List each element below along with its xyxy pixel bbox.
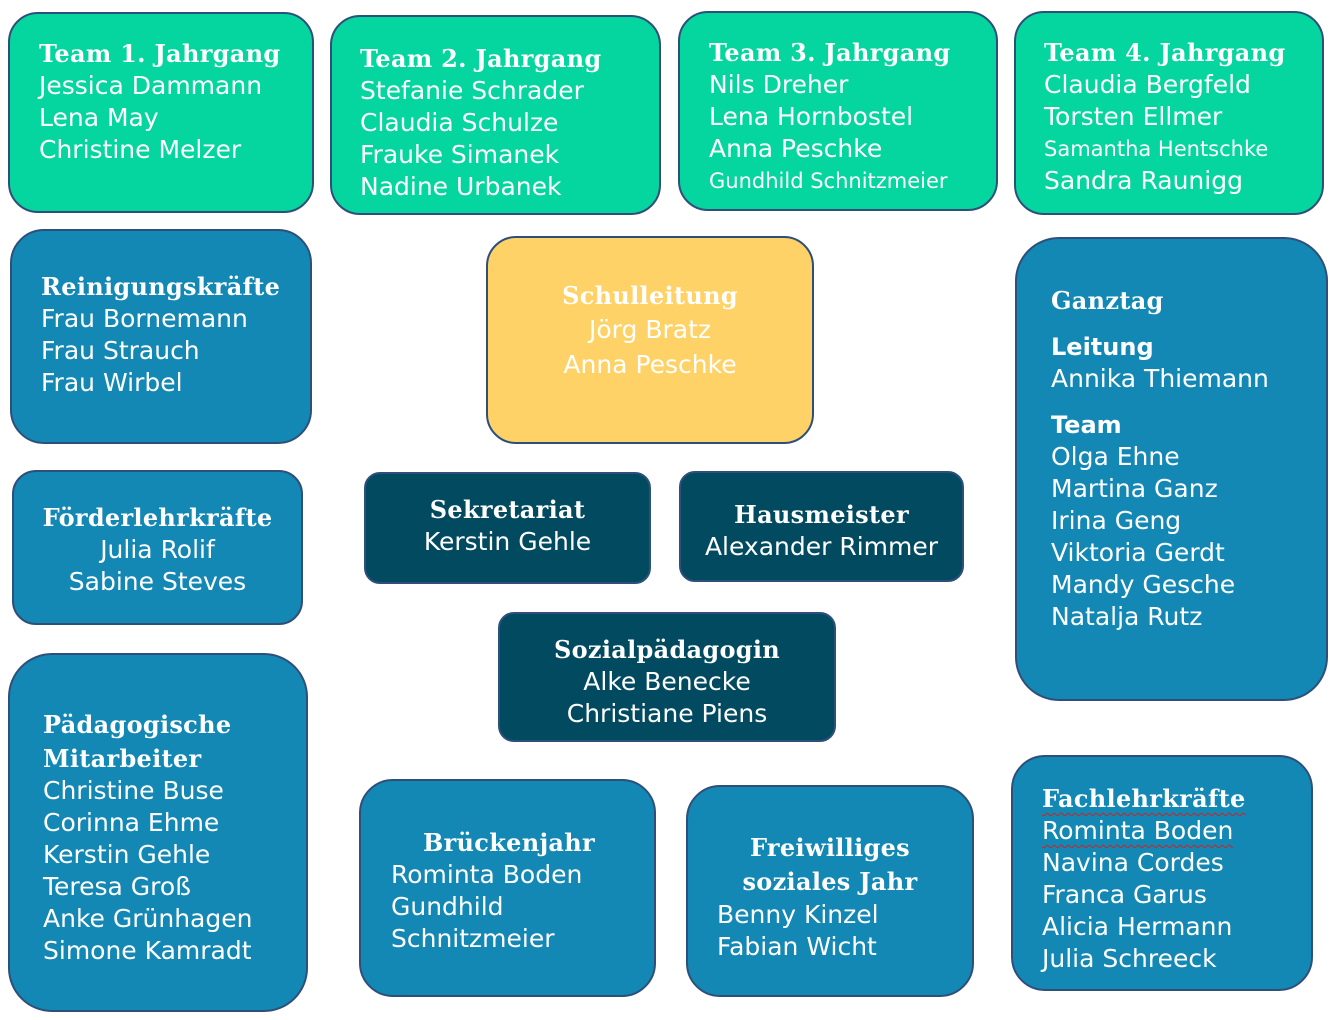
member-name: Alke Benecke xyxy=(583,667,751,696)
member-name: Christine Buse xyxy=(43,776,224,805)
paedagogische-mitarbeiter-title-line-2: Mitarbeiter xyxy=(43,744,202,773)
member-name: Corinna Ehme xyxy=(43,808,220,837)
member-name: Frau Bornemann xyxy=(41,304,248,333)
ganztag-box: Ganztag Leitung Annika Thiemann Team Olg… xyxy=(1015,237,1328,701)
reinigungskraefte-box: Reinigungskräfte Frau Bornemann Frau Str… xyxy=(10,229,312,444)
member-name: Anke Grünhagen xyxy=(43,904,253,933)
member-name: Alicia Hermann xyxy=(1042,912,1233,941)
brueckenjahr-title: Brückenjahr xyxy=(423,828,595,857)
member-name: Schnitzmeier xyxy=(391,924,555,953)
member-name: Benny Kinzel xyxy=(717,900,879,929)
team-1-jahrgang-box: Team 1. Jahrgang Jessica Dammann Lena Ma… xyxy=(8,12,314,213)
member-name: Gundhild Schnitzmeier xyxy=(709,169,948,193)
member-name: Gundhild xyxy=(391,892,504,921)
team-2-jahrgang-box: Team 2. Jahrgang Stefanie Schrader Claud… xyxy=(330,15,661,215)
member-name: Jörg Bratz xyxy=(589,315,711,344)
hausmeister-box: Hausmeister Alexander Rimmer xyxy=(679,471,964,582)
member-name: Sandra Raunigg xyxy=(1044,166,1243,195)
member-name: Nils Dreher xyxy=(709,70,849,99)
member-name: Anna Peschke xyxy=(563,350,737,379)
sekretariat-title: Sekretariat xyxy=(429,495,586,524)
member-name: Claudia Bergfeld xyxy=(1044,70,1251,99)
sozialpaedagogin-title: Sozialpädagogin xyxy=(553,635,781,664)
member-name: Torsten Ellmer xyxy=(1044,102,1223,131)
member-name: Rominta Boden xyxy=(391,860,583,889)
schulleitung-box: Schulleitung Jörg Bratz Anna Peschke xyxy=(486,236,814,444)
member-name: Sabine Steves xyxy=(68,567,247,596)
brueckenjahr-box: Brückenjahr Rominta Boden Gundhild Schni… xyxy=(359,779,656,997)
member-name: Mandy Gesche xyxy=(1051,570,1236,599)
member-name: Stefanie Schrader xyxy=(360,76,584,105)
member-name: Frau Wirbel xyxy=(41,368,183,397)
schulleitung-title: Schulleitung xyxy=(562,281,738,310)
member-name: Lena Hornbostel xyxy=(709,102,914,131)
fachlehrkraefte-title: Fachlehrkräfte xyxy=(1042,783,1311,815)
member-name: Samantha Hentschke xyxy=(1044,137,1269,161)
reinigungskraefte-title: Reinigungskräfte xyxy=(41,272,281,301)
member-name: Nadine Urbanek xyxy=(360,172,562,201)
freiwilliges-soziales-jahr-box: Freiwilliges soziales Jahr Benny Kinzel … xyxy=(686,785,974,997)
member-name: Franca Garus xyxy=(1042,880,1207,909)
member-name: Olga Ehne xyxy=(1051,442,1180,471)
member-name: Christiane Piens xyxy=(566,699,768,728)
fsj-title-line-2: soziales Jahr xyxy=(742,867,918,896)
member-name: Viktoria Gerdt xyxy=(1051,538,1225,567)
member-name: Simone Kamradt xyxy=(43,936,252,965)
fachlehrkraefte-box: Fachlehrkräfte Rominta Boden Navina Cord… xyxy=(1011,755,1313,991)
sozialpaedagogin-box: Sozialpädagogin Alke Benecke Christiane … xyxy=(498,612,836,742)
member-name: Jessica Dammann xyxy=(39,71,263,100)
member-name: Anna Peschke xyxy=(709,134,883,163)
member-name: Rominta Boden xyxy=(1042,815,1311,847)
sekretariat-box: Sekretariat Kerstin Gehle xyxy=(364,472,651,584)
team-4-jahrgang-box: Team 4. Jahrgang Claudia Bergfeld Torste… xyxy=(1014,11,1324,215)
member-name: Martina Ganz xyxy=(1051,474,1218,503)
member-name: Claudia Schulze xyxy=(360,108,559,137)
ganztag-title: Ganztag xyxy=(1051,286,1164,315)
member-name: Kerstin Gehle xyxy=(43,840,211,869)
member-name: Frau Strauch xyxy=(41,336,200,365)
member-name: Natalja Rutz xyxy=(1051,602,1203,631)
hausmeister-title: Hausmeister xyxy=(734,500,909,529)
ganztag-team-label: Team xyxy=(1051,411,1122,439)
member-name: Julia Schreeck xyxy=(1042,944,1217,973)
member-name: Annika Thiemann xyxy=(1051,364,1269,393)
fsj-title-line-1: Freiwilliges xyxy=(750,833,910,862)
member-name: Christine Melzer xyxy=(39,135,242,164)
fachlehrkraefte-title-text: Fachlehrkräfte xyxy=(1042,784,1246,813)
foerderlehrkraefte-title: Förderlehrkräfte xyxy=(42,503,273,532)
ganztag-leitung-label: Leitung xyxy=(1051,333,1154,361)
member-name: Teresa Groß xyxy=(43,872,191,901)
member-name: Kerstin Gehle xyxy=(423,527,592,556)
foerderlehrkraefte-box: Förderlehrkräfte Julia Rolif Sabine Stev… xyxy=(12,470,303,625)
member-name: Alexander Rimmer xyxy=(704,532,939,561)
team-4-jahrgang-title: Team 4. Jahrgang xyxy=(1044,38,1286,67)
team-1-jahrgang-title: Team 1. Jahrgang xyxy=(39,39,281,68)
member-name: Navina Cordes xyxy=(1042,848,1224,877)
member-name: Irina Geng xyxy=(1051,506,1182,535)
member-name: Julia Rolif xyxy=(100,535,215,564)
paedagogische-mitarbeiter-box: Pädagogische Mitarbeiter Christine Buse … xyxy=(8,653,308,1012)
team-3-jahrgang-title: Team 3. Jahrgang xyxy=(709,38,951,67)
team-2-jahrgang-title: Team 2. Jahrgang xyxy=(360,44,602,73)
team-3-jahrgang-box: Team 3. Jahrgang Nils Dreher Lena Hornbo… xyxy=(678,11,998,211)
member-name-text: Rominta Boden xyxy=(1042,816,1234,845)
member-name: Lena May xyxy=(39,103,159,132)
member-name: Fabian Wicht xyxy=(717,932,877,961)
member-name: Frauke Simanek xyxy=(360,140,560,169)
paedagogische-mitarbeiter-title-line-1: Pädagogische xyxy=(43,710,232,739)
